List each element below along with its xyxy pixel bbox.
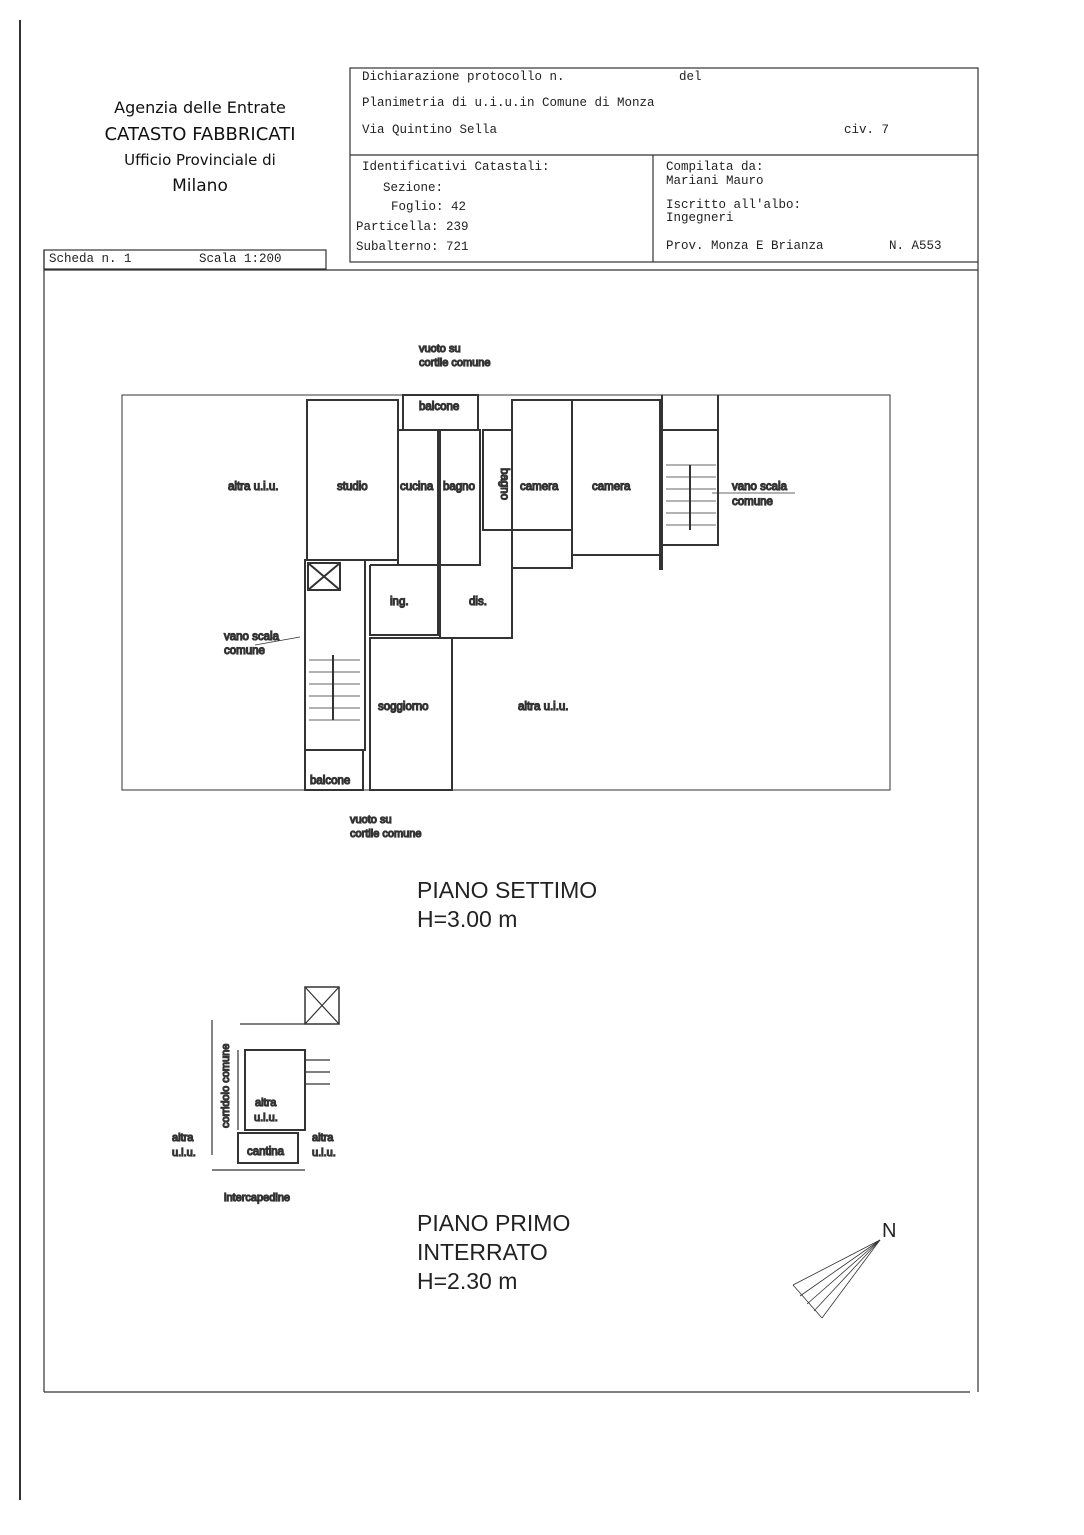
room-cantina: cantina <box>247 1146 285 1158</box>
planimetria-label: Planimetria di u.i.u.in Comune di Monza <box>362 96 655 110</box>
header-box <box>349 67 979 263</box>
del-label: del <box>679 70 702 84</box>
floor-plan-7: vuoto su cortile comune vuoto su cortile… <box>121 342 891 841</box>
room-balcone-top: balcone <box>419 401 459 413</box>
address: Via Quintino Sella <box>362 123 498 137</box>
corridoio-label: corridoio comune <box>220 1044 232 1128</box>
room-cucina: cucina <box>400 481 434 493</box>
vano-scala-left-1: vano scala <box>224 631 280 643</box>
altra-left-2: u.i.u. <box>172 1147 196 1159</box>
catasto-title: CATASTO FABBRICATI <box>104 124 296 145</box>
albo-value: Ingegneri <box>666 211 734 225</box>
floor-plan-basement: corridoio comune altra u.i.u. altra u.i.… <box>171 986 340 1205</box>
sezione: Sezione: <box>383 181 444 195</box>
office-label: Ufficio Provinciale di <box>124 151 276 169</box>
vano-scala-right-2: comune <box>732 496 773 508</box>
vano-scala-left-2: comune <box>224 645 265 657</box>
scheda-number: Scheda n. 1 <box>49 252 132 266</box>
north-label: N <box>882 1220 896 1242</box>
north-compass-icon: N <box>792 1220 896 1319</box>
room-bagno-2: bagno <box>498 468 510 500</box>
agency-name: Agenzia delle Entrate <box>114 98 286 117</box>
altra-center-1: altra <box>255 1097 277 1109</box>
scheda-scale: Scala 1:200 <box>199 252 282 266</box>
room-camera-1: camera <box>520 481 559 493</box>
room-disimpegno: dis. <box>469 596 487 608</box>
room-altra-bottom: altra u.i.u. <box>518 701 569 713</box>
office-city: Milano <box>172 176 228 196</box>
basement-title-1: PIANO PRIMO <box>417 1210 571 1236</box>
foglio: Foglio: 42 <box>391 200 467 214</box>
ident-title: Identificativi Catastali: <box>362 160 550 174</box>
room-ingresso: ing. <box>390 596 409 608</box>
top-note-line1: vuoto su <box>419 343 461 355</box>
protocol-label: Dichiarazione protocollo n. <box>362 70 565 84</box>
basement-height: H=2.30 m <box>417 1268 518 1294</box>
stairs <box>254 464 795 721</box>
particella: Particella: 239 <box>356 220 469 234</box>
room-soggiorno: soggiorno <box>378 701 429 713</box>
scheda-box <box>43 249 327 270</box>
top-note-line2: cortile comune <box>419 357 491 369</box>
civic-number: civ. 7 <box>844 123 890 137</box>
registration-number: N. A553 <box>889 239 942 253</box>
intercapedine-label: intercapedine <box>224 1192 290 1204</box>
bottom-note-line1: vuoto su <box>350 814 392 826</box>
plan7-title: PIANO SETTIMO <box>417 877 598 903</box>
basement-title-2: INTERRATO <box>417 1239 548 1265</box>
room-balcone-bottom: balcone <box>310 775 350 787</box>
altra-right-2: u.i.u. <box>312 1147 336 1159</box>
subalterno: Subalterno: 721 <box>356 240 469 254</box>
compilata-label: Compilata da: <box>666 160 764 174</box>
bottom-note-line2: cortile comune <box>350 828 422 840</box>
room-bagno: bagno <box>443 481 475 493</box>
altra-right-1: altra <box>312 1132 334 1144</box>
room-altra-left: altra u.i.u. <box>228 481 279 493</box>
room-studio: studio <box>337 481 368 493</box>
province: Prov. Monza E Brianza <box>666 239 824 253</box>
altra-center-2: u.i.u. <box>254 1112 278 1124</box>
room-camera-2: camera <box>592 481 631 493</box>
albo-label: Iscritto all'albo: <box>666 198 802 212</box>
vano-scala-right-1: vano scala <box>732 481 788 493</box>
compilata-name: Mariani Mauro <box>666 174 764 188</box>
plan7-height: H=3.00 m <box>417 906 518 932</box>
altra-left-1: altra <box>172 1132 194 1144</box>
